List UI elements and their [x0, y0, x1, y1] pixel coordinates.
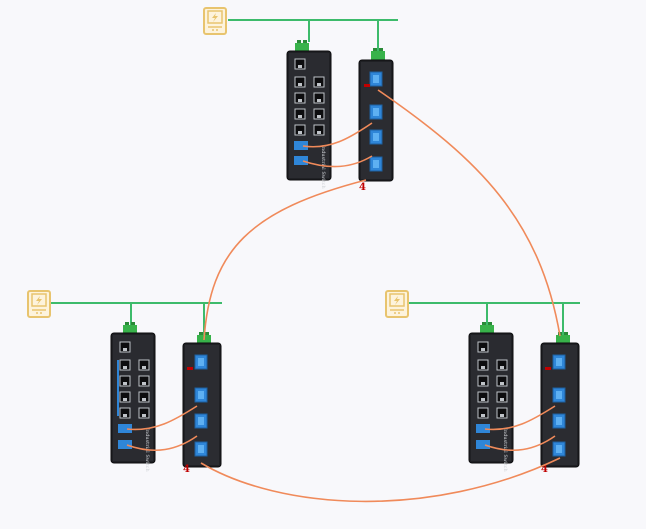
node-top: Industrial Switch 4	[286, 40, 394, 193]
power-lines	[50, 19, 580, 336]
fiber-ring-link	[203, 179, 367, 341]
port-number-label: 4	[541, 464, 548, 475]
power-supply-icon	[27, 290, 51, 318]
fiber-converter	[182, 332, 222, 468]
industrial-switch: Industrial Switch	[110, 322, 156, 472]
node-right: Industrial Switch 4	[468, 322, 580, 475]
power-supply-icon	[203, 7, 227, 35]
port-number-label: 4	[359, 182, 366, 193]
fiber-cables	[126, 89, 561, 503]
patch-cable	[126, 435, 198, 452]
patch-cable	[484, 405, 556, 431]
port-number-label: 4	[183, 464, 190, 475]
node-left: Industrial Switch 4	[110, 322, 222, 475]
power-supply-icon	[385, 290, 409, 318]
switch-label: Industrial Switch	[320, 145, 326, 189]
patch-cable	[302, 122, 373, 148]
fiber-ring-link	[200, 457, 561, 503]
industrial-switch: Industrial Switch	[286, 40, 332, 189]
patch-cable	[302, 155, 373, 168]
fiber-converter	[540, 332, 580, 468]
fiber-converter	[358, 48, 394, 182]
fiber-ring-link	[377, 89, 561, 337]
patch-cable	[484, 435, 556, 452]
patch-cable	[126, 405, 198, 431]
